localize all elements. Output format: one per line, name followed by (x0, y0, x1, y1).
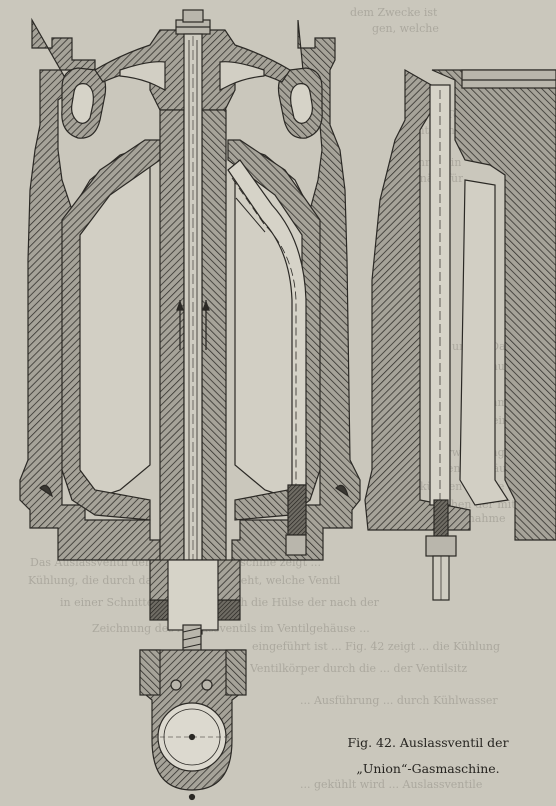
bleed-through-line: Ventilkörper durch die ... der Ventilsit… (250, 662, 468, 675)
side-section-view (364, 68, 556, 601)
bleed-through-line: ... Ausführung ... durch Kühlwasser (300, 694, 498, 707)
bleed-through-line: Zeichnung des Auslassventils im Ventilge… (92, 622, 370, 635)
caption-line-2: „Union“-Gasmaschine. (356, 761, 500, 776)
bleed-through-line: ... gekühlt wird ... Auslassventile (300, 778, 483, 791)
bleed-through-line: gen, welche (372, 22, 439, 35)
bleed-through-line: eingeführt ist ... Fig. 42 zeigt ... die… (252, 640, 501, 653)
bleed-through-line: dem Zwecke ist (350, 6, 438, 19)
figure-caption: Fig. 42. Auslassventil der „Union“-Gasma… (318, 730, 538, 782)
caption-line-1: Fig. 42. Auslassventil der (347, 735, 509, 750)
valve-housing-section (19, 9, 361, 801)
